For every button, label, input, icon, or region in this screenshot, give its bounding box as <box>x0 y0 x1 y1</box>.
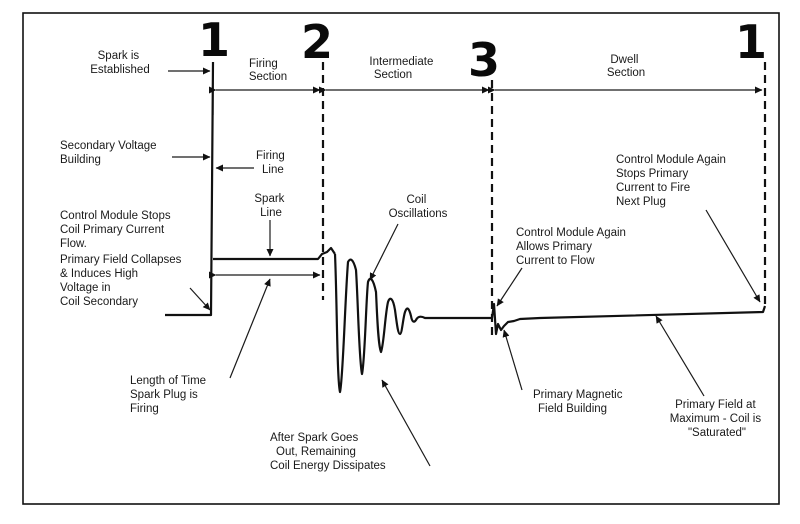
primary-magnetic-label: Primary Magnetic Field Building <box>533 389 626 415</box>
control-module-stops-again-label: Control Module Again Stops Primary Curre… <box>616 154 729 208</box>
marker-1-left: 1 <box>198 13 230 67</box>
marker-3: 3 <box>468 33 500 87</box>
control-module-stops-label: Control Module Stops Coil Primary Curren… <box>60 210 174 250</box>
control-module-allows-leader <box>496 267 523 307</box>
primary-field-collapses-label: Primary Field Collapses & Induces High V… <box>60 254 185 308</box>
coil-oscillations-leader <box>369 223 399 281</box>
primary-field-max-label: Primary Field at Maximum - Coil is "Satu… <box>670 399 765 439</box>
after-spark-label: After Spark Goes Out, Remaining Coil Ene… <box>270 432 386 472</box>
primary-field-collapses-leader <box>189 287 211 311</box>
marker-1-right: 1 <box>735 15 767 69</box>
marker-2: 2 <box>301 15 333 69</box>
control-module-stops-again-leader <box>705 209 761 303</box>
diagram-frame <box>22 12 780 505</box>
after-spark-leader <box>381 379 431 467</box>
dwell-trace <box>490 302 767 336</box>
spark-line-label: Spark Line <box>254 193 287 219</box>
primary-magnetic-leader <box>502 329 523 391</box>
primary-field-max-leader <box>655 315 705 397</box>
control-module-allows-label: Control Module Again Allows Primary Curr… <box>516 227 629 267</box>
dwell-section-title: Dwell Section <box>607 54 645 79</box>
secondary-waveform-trace <box>165 61 215 317</box>
length-of-time-label: Length of Time Spark Plug is Firing <box>130 375 209 415</box>
secondary-voltage-label: Secondary Voltage Building <box>60 140 160 166</box>
spark-established-label: Spark is Established <box>90 50 149 76</box>
length-of-time-leader <box>229 278 271 379</box>
firing-line-label: Firing Line <box>256 150 288 176</box>
intermediate-section-title: Intermediate Section <box>369 56 436 81</box>
firing-section-title: Firing Section <box>249 58 287 83</box>
oscillation-trace <box>333 253 492 394</box>
spark-line-trace <box>213 246 336 261</box>
coil-oscillations-label: Coil Oscillations <box>389 194 448 220</box>
